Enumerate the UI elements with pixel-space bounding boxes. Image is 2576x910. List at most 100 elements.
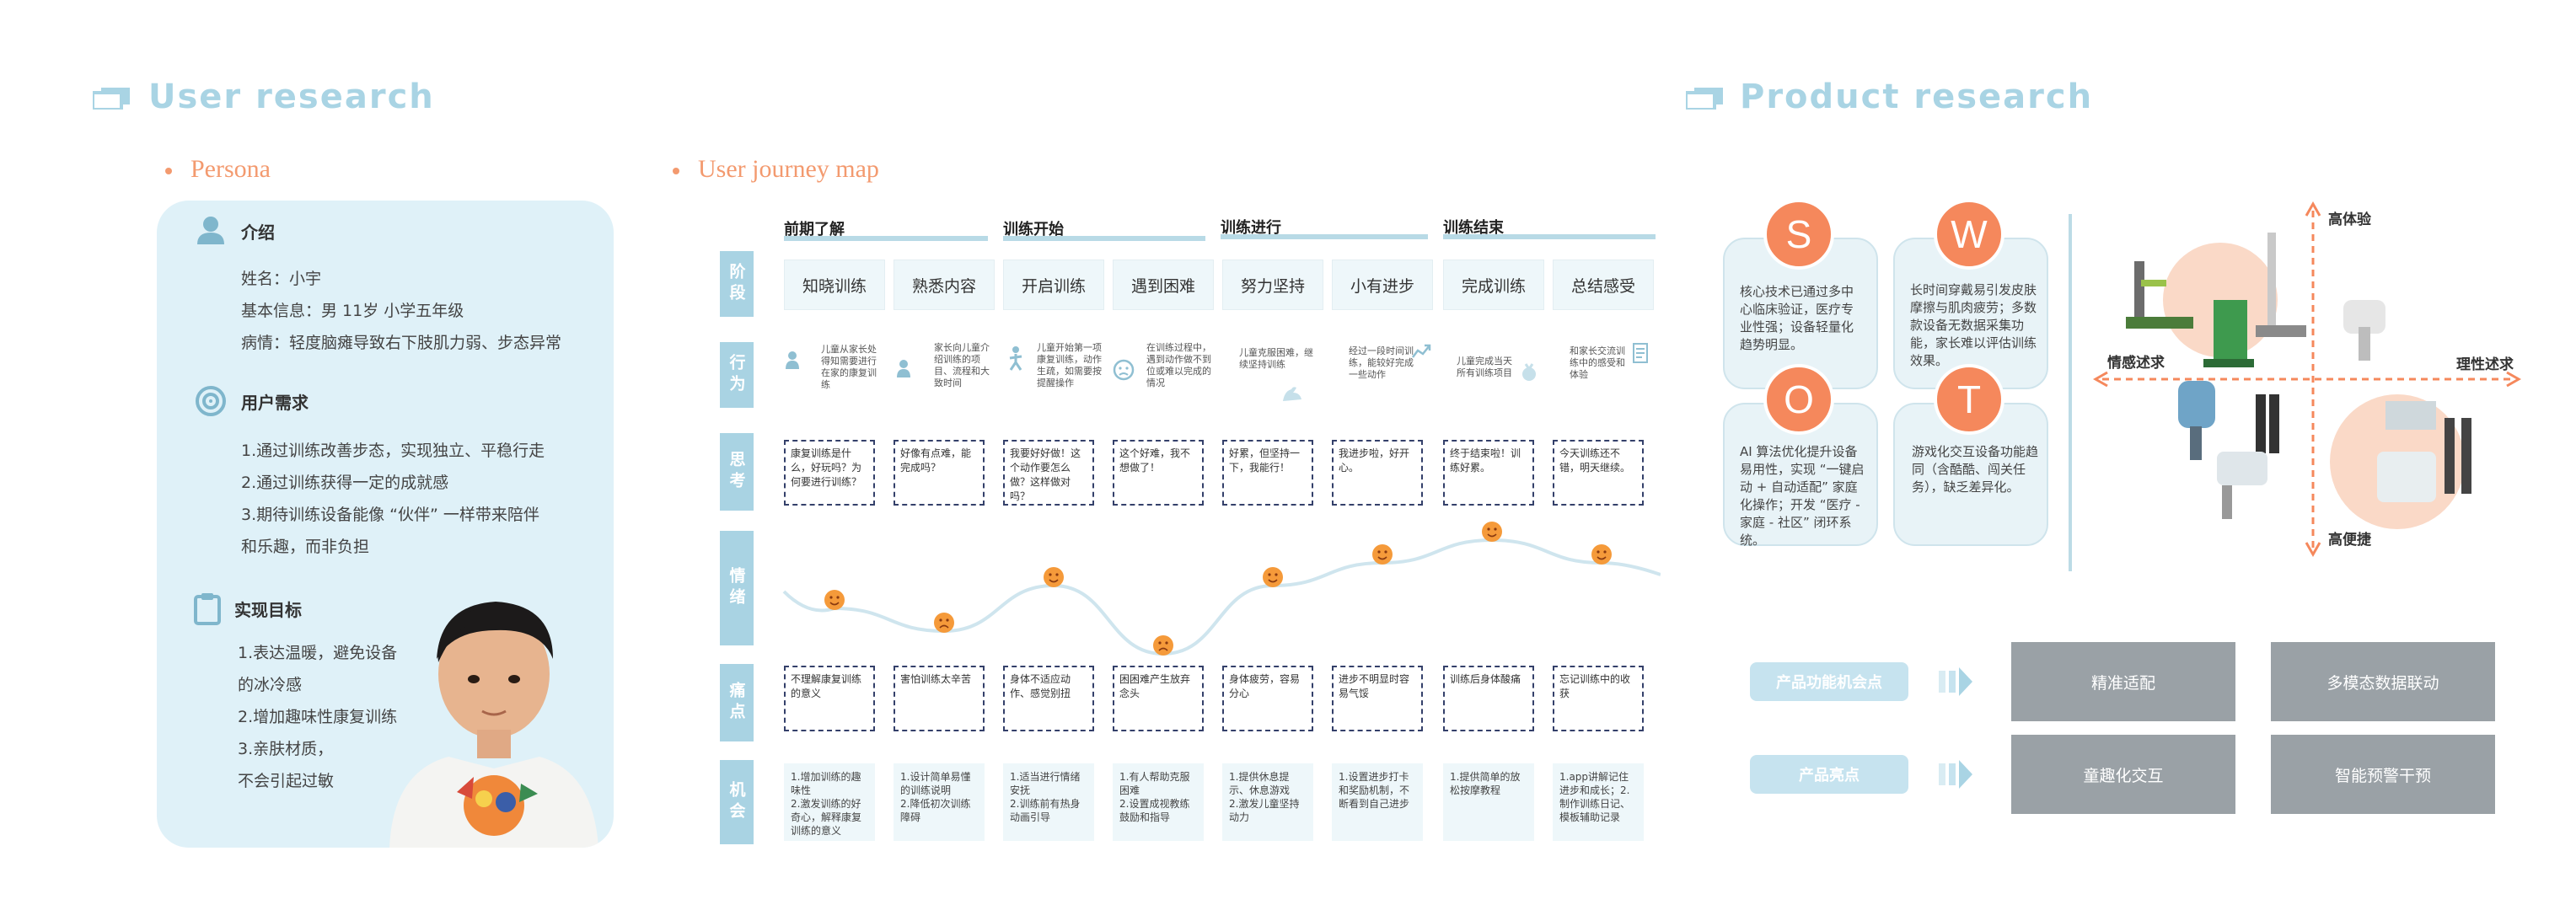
thought-box: 这个好难，我不想做了！ bbox=[1113, 440, 1204, 506]
opportunity-box: 1.app讲解记住进步和成长；2.制作训练日记、模板辅助记录 bbox=[1553, 763, 1644, 841]
row-label-pain: 痛点 bbox=[720, 664, 754, 741]
chevron-right-icon bbox=[1939, 760, 1972, 789]
row-label-thinking: 思考 bbox=[720, 433, 754, 511]
axis-label-bottom: 高便捷 bbox=[2328, 532, 2371, 549]
growth-chart-icon bbox=[1412, 344, 1431, 358]
needs-heading: 用户需求 bbox=[241, 393, 309, 413]
opportunity-box: 1.设计简单易懂的训练说明 2.降低初次训练障碍 bbox=[894, 763, 985, 841]
product-research-title: Product research bbox=[1740, 78, 2094, 116]
device-trainer-right-icon bbox=[2377, 401, 2436, 502]
row-label-emotion: 情绪 bbox=[720, 531, 754, 645]
thought-box: 好累，但坚持一下，我能行！ bbox=[1222, 440, 1313, 506]
thought-box: 康复训练是什么，好玩吗？为何要进行训练？ bbox=[784, 440, 875, 506]
divider bbox=[2069, 214, 2072, 571]
phase-box: 遇到困难 bbox=[1113, 260, 1214, 310]
medal-icon bbox=[1522, 363, 1536, 381]
phase-box: 努力坚持 bbox=[1222, 260, 1323, 310]
behavior-cell: 儿童开始第一项康复训练，动作生疏，如需要按提醒操作 bbox=[1003, 342, 1103, 410]
chevron-right-icon bbox=[1939, 667, 1972, 696]
axis-label-right: 理性述求 bbox=[2456, 356, 2514, 373]
phase-box: 熟悉内容 bbox=[894, 260, 995, 310]
device-gait-trainer-icon bbox=[2126, 261, 2193, 329]
row-label-stage: 阶段 bbox=[720, 251, 754, 317]
user-research-title: User research bbox=[148, 78, 435, 116]
behavior-cell: 儿童克服困难，继续坚持训练 bbox=[1222, 342, 1322, 410]
axis-label-top: 高体验 bbox=[2328, 211, 2371, 228]
feature-box: 精准适配 bbox=[2011, 642, 2235, 721]
phase-box: 知晓训练 bbox=[784, 260, 885, 310]
worried-face-icon bbox=[1113, 359, 1135, 381]
journey-title: User journey map bbox=[673, 155, 879, 184]
parent-icon bbox=[897, 360, 910, 377]
stage-label: 前期了解 bbox=[784, 221, 845, 238]
goals-text: 1.表达温暖，避免设备 的冰冷感 2.增加趣味性康复训练 3.亲肤材质， 不会引… bbox=[238, 644, 398, 790]
opportunity-box: 1.适当进行情绪安抚 2.训练前有热身动画引导 bbox=[1003, 763, 1094, 841]
stage-bar bbox=[1221, 234, 1428, 239]
thought-box: 好像有点难，能完成吗？ bbox=[894, 440, 985, 506]
device-seat-trainer-icon bbox=[2217, 452, 2267, 519]
pain-box: 进步不明显时容易气馁 bbox=[1332, 666, 1423, 731]
feature-box: 童趣化交互 bbox=[2011, 735, 2235, 814]
child-icon bbox=[786, 351, 799, 369]
behavior-cell: 儿童从家长处得知需要进行在家的康复训练 bbox=[784, 342, 883, 410]
device-lower-limb-icon bbox=[2343, 300, 2385, 361]
phase-box: 完成训练 bbox=[1443, 260, 1544, 310]
swot-letter-s: S bbox=[1763, 199, 1834, 270]
positioning-quadrant bbox=[2092, 201, 2522, 558]
walking-child-icon bbox=[1009, 346, 1022, 371]
user-icon bbox=[197, 217, 224, 244]
goals-heading: 实现目标 bbox=[234, 600, 302, 620]
pain-box: 身体不适应动作、感觉别扭 bbox=[1003, 666, 1094, 731]
row-label-behavior: 行为 bbox=[720, 342, 754, 408]
device-wearable-icon bbox=[2178, 381, 2215, 460]
emotion-face-icon bbox=[1482, 522, 1502, 542]
journey-map: 前期了解 训练开始 训练进行 训练结束 阶段 行为 思考 情绪 痛点 机会 知晓… bbox=[716, 199, 1661, 848]
swot-letter-w: W bbox=[1934, 199, 2004, 270]
highlight-pill: 产品亮点 bbox=[1750, 755, 1908, 794]
emotion-face-icon bbox=[1044, 567, 1064, 587]
stage-label: 训练开始 bbox=[1003, 221, 1064, 238]
opportunity-box: 1.有人帮助克服困难 2.设置成视教练鼓励和指导 bbox=[1113, 763, 1204, 841]
pain-box: 忘记训练中的收获 bbox=[1553, 666, 1644, 731]
intro-text: 姓名：小宇 基本信息：男 11岁 小学五年级 病情：轻度脑瘫导致右下肢肌力弱、步… bbox=[241, 270, 562, 352]
persona-card: 介绍 姓名：小宇 基本信息：男 11岁 小学五年级 病情：轻度脑瘫导致右下肢肌力… bbox=[157, 201, 614, 848]
window-stack-icon bbox=[93, 88, 130, 110]
persona-title: Persona bbox=[165, 155, 271, 184]
stage-label: 训练进行 bbox=[1221, 219, 1281, 237]
swot-letter-o: O bbox=[1763, 364, 1834, 435]
thought-box: 我进步啦，好开心。 bbox=[1332, 440, 1423, 506]
device-green-exoskeleton-icon bbox=[2203, 300, 2254, 367]
emotion-face-icon bbox=[1153, 635, 1173, 656]
stage-bar bbox=[1003, 236, 1205, 241]
pain-box: 害怕训练太辛苦 bbox=[894, 666, 985, 731]
clipboard-icon bbox=[194, 593, 221, 625]
axis-label-left: 情感述求 bbox=[2107, 355, 2165, 372]
swot-letter-t: T bbox=[1934, 364, 2004, 435]
thought-box: 今天训练还不错，明天继续。 bbox=[1553, 440, 1644, 506]
emotion-face-icon bbox=[1372, 544, 1393, 565]
opportunity-box: 1.设置进步打卡和奖励机制，不断看到自己进步 bbox=[1332, 763, 1423, 841]
feature-box: 智能预警干预 bbox=[2271, 735, 2495, 814]
opportunity-box: 1.提供休息提示、休息游戏 2.激发儿童坚持动力 bbox=[1222, 763, 1313, 841]
phase-box: 小有进步 bbox=[1332, 260, 1433, 310]
stage-bar bbox=[1443, 234, 1656, 239]
phase-box: 开启训练 bbox=[1003, 260, 1104, 310]
intro-heading: 介绍 bbox=[241, 222, 275, 243]
notebook-icon bbox=[1633, 343, 1648, 363]
emotion-line bbox=[782, 538, 1661, 656]
opportunity-pill: 产品功能机会点 bbox=[1750, 662, 1908, 701]
pain-box: 困困难产生放弃念头 bbox=[1113, 666, 1204, 731]
opportunity-box: 1.增加训练的趣味性 2.激发训练的好奇心，解释康复训练的意义 bbox=[784, 763, 875, 841]
needs-text: 1.通过训练改善步态，实现独立、平稳行走 2.通过训练获得一定的成就感 3.期待… bbox=[241, 442, 545, 556]
pain-box: 训练后身体酸痛 bbox=[1443, 666, 1534, 731]
emotion-face-icon bbox=[1591, 544, 1612, 565]
behavior-cell: 和家长交流训练中的感受和体验 bbox=[1553, 342, 1652, 410]
pain-box: 身体疲劳，容易分心 bbox=[1222, 666, 1313, 731]
emotion-curve bbox=[782, 522, 1661, 656]
phase-box: 总结感受 bbox=[1553, 260, 1654, 310]
device-robot-legs-icon bbox=[2445, 418, 2471, 494]
behavior-cell: 在训练过程中，遇到动作做不到位或难以完成的情况 bbox=[1113, 342, 1212, 410]
target-icon bbox=[196, 386, 226, 416]
boy-portrait-illustration bbox=[389, 602, 598, 848]
behavior-cell: 家长向儿童介绍训练的项目、流程和大致时间 bbox=[894, 342, 993, 410]
